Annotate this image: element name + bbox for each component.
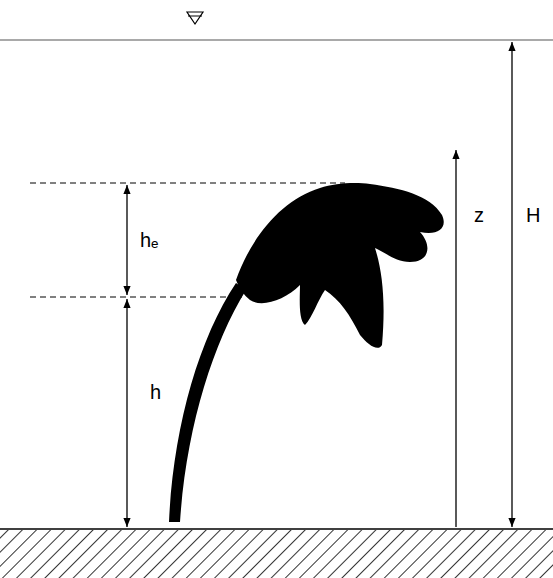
kelp-blade	[236, 183, 444, 348]
dimension-arrow	[511, 42, 512, 527]
dimension-arrow	[126, 299, 127, 527]
dimension-arrow	[126, 185, 127, 295]
water-level-symbol	[188, 16, 202, 17]
dimension-label: z	[474, 205, 484, 225]
water-surface	[0, 39, 553, 40]
seabed-line	[0, 528, 553, 530]
seabed-hatching	[0, 530, 553, 578]
dimension-label: H	[526, 205, 540, 225]
level-line	[30, 297, 242, 298]
kelp-stipe	[169, 283, 246, 522]
dimension-label: hₑ	[140, 230, 159, 250]
dimension-arrow	[455, 150, 456, 527]
water-level-symbol	[187, 12, 203, 24]
dimension-label: h	[150, 382, 161, 402]
level-line	[30, 183, 345, 184]
